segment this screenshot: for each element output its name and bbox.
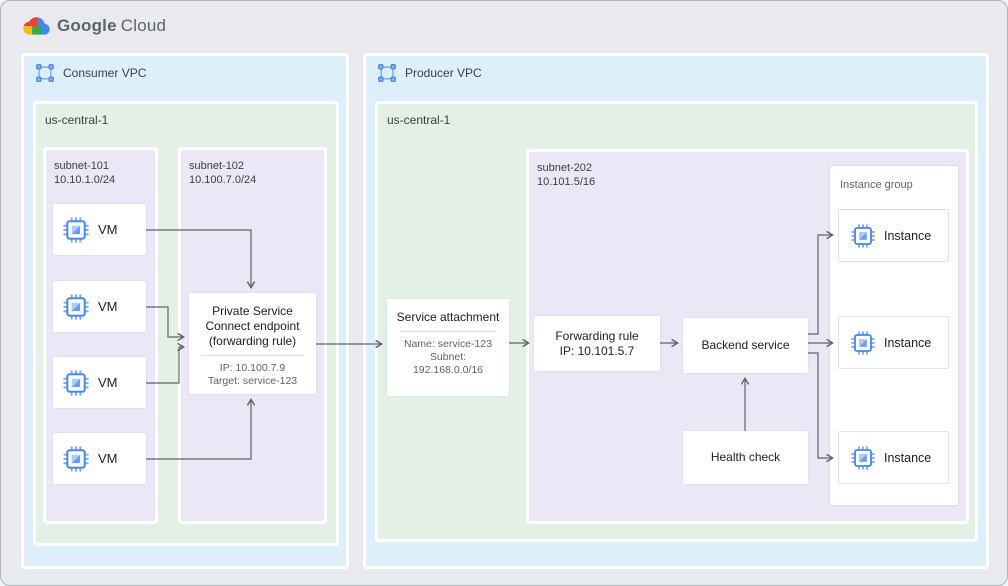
instance-node-3: Instance [838,431,949,484]
subnet-202-cidr: 10.101.5/16 [537,176,596,188]
producer-region-label: us-central-1 [387,113,451,127]
compute-engine-icon [851,224,875,248]
vm-node-4: VM [53,433,146,484]
subnet-102-cidr: 10.100.7.0/24 [189,174,257,186]
consumer-region-label: us-central-1 [45,113,109,127]
vm-node-1: VM [53,204,146,255]
service-attachment-title: Service attachment [396,310,500,324]
service-attachment-divider [399,331,497,332]
psc-endpoint-divider [201,355,304,356]
compute-engine-icon [63,446,89,472]
compute-engine-icon [63,370,89,396]
subnet-101-cidr: 10.10.1.0/24 [54,174,116,186]
health-check-node: Health check [683,431,808,484]
compute-engine-icon [63,217,89,243]
backend-service-label: Backend service [701,338,790,352]
vpc-network-icon [36,64,54,82]
subnet-202-label: subnet-202 10.101.5/16 [537,161,595,189]
producer-vpc-label: Producer VPC [405,66,482,80]
consumer-vpc-header: Consumer VPC [36,64,146,82]
subnet-101-label: subnet-101 10.10.1.0/24 [54,159,115,187]
service-attachment-node: Service attachment Name: service-123 Sub… [387,299,509,396]
forwarding-rule-ip: IP: 10.101.5.7 [559,343,635,358]
forwarding-rule-node: Forwarding rule IP: 10.101.5.7 [534,316,660,371]
subnet-102-name: subnet-102 [189,160,245,172]
subnet-102-label: subnet-102 10.100.7.0/24 [189,159,256,187]
psc-endpoint-target: Target: service-123 [207,375,298,387]
vm-label: VM [98,299,118,314]
subnet-202-name: subnet-202 [537,162,593,174]
instance-node-1: Instance [838,209,949,262]
instance-label: Instance [884,335,932,350]
instance-group-label: Instance group [840,179,913,191]
vm-label: VM [98,375,118,390]
vm-label: VM [98,451,118,466]
instance-node-2: Instance [838,316,949,369]
vpc-network-icon [378,64,396,82]
logo-text-cloud: Cloud [120,16,167,35]
compute-engine-icon [851,446,875,470]
google-cloud-logo-icon [23,17,50,35]
vm-node-3: VM [53,357,146,408]
producer-vpc-header: Producer VPC [378,64,482,82]
consumer-vpc-label: Consumer VPC [63,66,147,80]
health-check-label: Health check [710,450,781,464]
vm-label: VM [98,222,118,237]
service-attachment-name: Name: service-123 [403,338,493,350]
psc-endpoint-title: Private Service Connect endpoint (forwar… [205,304,300,348]
subnet-101-name: subnet-101 [54,160,110,172]
psc-endpoint-ip: IP: 10.100.7.9 [219,362,286,374]
psc-endpoint-node: Private Service Connect endpoint (forwar… [189,293,316,394]
forwarding-rule-title: Forwarding rule [555,328,639,343]
compute-engine-icon [851,331,875,355]
logo-text-google: Google [57,16,117,35]
backend-service-node: Backend service [683,318,808,373]
compute-engine-icon [63,294,89,320]
service-attachment-subnet-label: Subnet: [429,351,467,363]
instance-label: Instance [884,450,932,465]
instance-label: Instance [884,228,932,243]
service-attachment-subnet-cidr: 192.168.0.0/16 [412,364,484,376]
vm-node-2: VM [53,281,146,332]
